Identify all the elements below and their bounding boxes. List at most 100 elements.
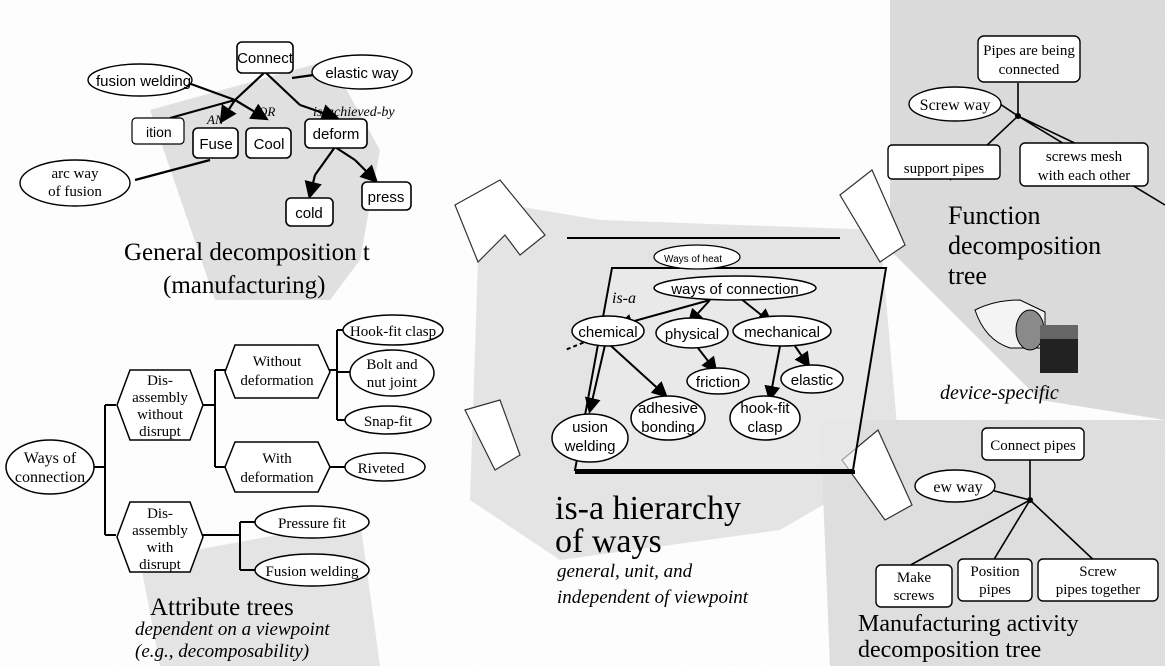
leaf-label: Bolt and bbox=[366, 357, 418, 373]
isa-label: clasp bbox=[747, 419, 782, 436]
caption-function-decomposition: decomposition bbox=[948, 231, 1102, 260]
leaf-label: nut joint bbox=[367, 375, 418, 391]
attr-label: deformation bbox=[240, 470, 314, 486]
node-arc-way-label-2: of fusion bbox=[48, 184, 102, 200]
leaf-label: Snap-fit bbox=[364, 414, 413, 430]
isa-label: chemical bbox=[578, 324, 637, 341]
caption-isa-of-ways: of ways bbox=[555, 523, 662, 560]
node-deform-label: deform bbox=[313, 126, 360, 143]
attr-node-with-disrupt bbox=[116, 501, 204, 573]
attr-label: Dis- bbox=[147, 506, 173, 522]
leaf-label: Riveted bbox=[358, 461, 405, 477]
caption-manufacturing-activity: Manufacturing activity bbox=[858, 611, 1079, 637]
mfg-node-screw-pipes bbox=[1037, 558, 1159, 602]
leaf-snap-fit bbox=[344, 405, 432, 435]
isa-mechanical bbox=[732, 315, 832, 347]
isa-hook-fit-clasp bbox=[729, 395, 801, 441]
isa-label: adhesive bbox=[638, 400, 698, 417]
edge-label-or: OR bbox=[258, 104, 275, 119]
pipe-icon bbox=[974, 299, 1078, 373]
node-fuse bbox=[192, 127, 239, 159]
attr-label: assembly bbox=[132, 390, 188, 406]
isa-label: ways of connection bbox=[670, 281, 799, 298]
attr-label: without bbox=[137, 407, 184, 423]
caption-device-specific: device-specific bbox=[940, 382, 1059, 404]
mfg-label: screws bbox=[894, 588, 935, 604]
node-press-label: press bbox=[368, 189, 405, 206]
attr-node-without-disrupt bbox=[116, 369, 204, 441]
attr-label: With bbox=[262, 451, 292, 467]
attr-label: Dis- bbox=[147, 373, 173, 389]
isa-label: hook-fit bbox=[740, 400, 790, 417]
caption-isa-general: general, unit, and bbox=[557, 561, 693, 582]
attr-node-without-deformation bbox=[224, 344, 331, 399]
mfg-node-connect-pipes bbox=[981, 427, 1085, 461]
isa-adhesive-bonding bbox=[630, 395, 706, 441]
fn-node-pipes bbox=[977, 35, 1081, 83]
isa-label: Ways of heat bbox=[664, 254, 722, 265]
arrow-shape bbox=[464, 399, 521, 471]
node-fuse-label: Fuse bbox=[199, 136, 232, 153]
mfg-node-make-screws bbox=[875, 564, 953, 608]
leaf-label: Pressure fit bbox=[278, 516, 347, 532]
node-elastic-way bbox=[311, 54, 413, 90]
node-position-label: ition bbox=[146, 124, 172, 140]
isa-root bbox=[653, 275, 817, 301]
caption-isa-hierarchy: is-a hierarchy bbox=[555, 490, 741, 527]
leaf-hook-fit-clasp bbox=[342, 314, 444, 346]
node-fusion-welding bbox=[87, 63, 193, 97]
fn-label: screws mesh bbox=[1046, 149, 1123, 165]
caption-attribute-example: (e.g., decomposability) bbox=[135, 641, 310, 662]
general-decomposition-tree: Connect fusion welding elastic way AN OR… bbox=[19, 41, 413, 227]
edge-label-and: AN bbox=[206, 112, 225, 127]
isa-chemical bbox=[571, 315, 645, 347]
isa-label: elastic bbox=[791, 372, 834, 389]
isa-label: bonding bbox=[641, 419, 694, 436]
connector-arrows bbox=[454, 169, 913, 521]
leaf-bolt-nut bbox=[349, 349, 435, 397]
leaf-label: Fusion welding bbox=[266, 564, 359, 580]
node-press bbox=[361, 181, 412, 211]
manufacturing-tree: Connect pipes ew way Make screws Positio… bbox=[875, 427, 1159, 608]
fn-node-screw-way bbox=[908, 86, 1002, 122]
isa-label: physical bbox=[665, 326, 719, 343]
mfg-label: Position bbox=[970, 564, 1020, 580]
isa-elastic bbox=[780, 364, 844, 394]
arrow-shape bbox=[839, 169, 906, 263]
attr-root bbox=[5, 439, 95, 495]
fn-label: support pipes bbox=[904, 161, 985, 177]
edge-label-achieved: is-achieved-by bbox=[313, 105, 395, 120]
mfg-label: Screw bbox=[1079, 564, 1117, 580]
node-arc-way bbox=[19, 159, 131, 207]
node-position bbox=[131, 117, 185, 145]
caption-attribute-viewpoint: dependent on a viewpoint bbox=[135, 619, 330, 640]
isa-label: friction bbox=[696, 374, 740, 391]
caption-function: Function bbox=[948, 201, 1041, 230]
attr-label: deformation bbox=[240, 373, 314, 389]
attr-label: Without bbox=[253, 354, 302, 370]
isa-label: welding bbox=[564, 438, 616, 455]
function-tree: Pipes are being connected Screw way supp… bbox=[887, 35, 1165, 373]
node-connect bbox=[236, 41, 294, 74]
leaf-label: Hook-fit clasp bbox=[350, 324, 436, 340]
attr-node-with-deformation bbox=[224, 441, 331, 493]
caption-isa-independent: independent of viewpoint bbox=[557, 587, 749, 608]
isa-hierarchy: Ways of heat ways of connection is-a che… bbox=[551, 237, 888, 474]
mfg-node-screw-way bbox=[914, 469, 996, 503]
attr-label: with bbox=[147, 540, 174, 556]
leaf-fusion-welding bbox=[254, 553, 370, 587]
leaf-riveted bbox=[344, 452, 426, 482]
node-fusion-welding-label: fusion welding bbox=[96, 73, 191, 90]
attr-root-label-1: Ways of bbox=[24, 450, 77, 467]
arrow-shape bbox=[841, 429, 913, 521]
isa-label: usion bbox=[572, 419, 608, 436]
caption-manufacturing-paren: (manufacturing) bbox=[163, 272, 326, 299]
isa-label: is-a bbox=[612, 290, 636, 307]
fn-label: connected bbox=[999, 62, 1060, 78]
fn-node-mesh bbox=[1019, 142, 1149, 187]
node-cold bbox=[285, 197, 334, 227]
node-elastic-way-label: elastic way bbox=[325, 65, 399, 82]
mfg-label: Connect pipes bbox=[990, 438, 1076, 454]
attr-root-label-2: connection bbox=[15, 469, 85, 486]
caption-function-tree: tree bbox=[948, 261, 987, 290]
